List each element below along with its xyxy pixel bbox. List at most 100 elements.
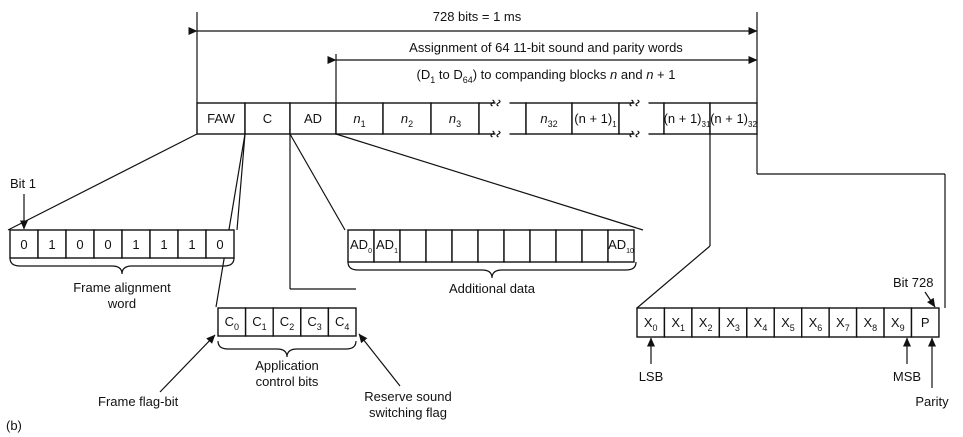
sound-bit-cell [636, 307, 666, 338]
frame-cell-label: FAW [207, 111, 235, 126]
ad-cell-label: AD1 [376, 237, 398, 255]
sound-bit-label: P [921, 315, 930, 330]
ad-cell [555, 229, 583, 263]
frame-cell-label: n3 [449, 111, 461, 129]
bit728-arrow [924, 291, 936, 308]
break-mark [496, 99, 501, 107]
ad-cell-label: AD10 [608, 237, 634, 255]
reserve-flag-arrow [358, 333, 401, 387]
sound-bit-label: X3 [726, 315, 740, 333]
frame-flag-arrow [159, 334, 216, 393]
frame-cell-label: (n + 1)1 [574, 111, 617, 129]
assignment-label-line2: (D1 to D64) to companding blocks n and n… [417, 67, 676, 85]
faw-bit-cell [149, 229, 179, 259]
faw-bit: 0 [104, 237, 111, 252]
faw-cells: 0 1 0 0 1 1 1 0 [9, 229, 235, 259]
sound-bit-cell [910, 307, 940, 338]
control-bit-label: C1 [252, 314, 266, 332]
control-bit-label: C2 [280, 314, 294, 332]
msb-label: MSB [893, 369, 921, 384]
sound-bit-label: X2 [699, 315, 713, 333]
control-label-line2: control bits [256, 374, 319, 389]
faw-label-line2: word [107, 296, 136, 311]
reserve-label-line2: switching flag [369, 405, 447, 420]
ad-cell [347, 229, 375, 263]
sound-bit-label: X6 [809, 315, 823, 333]
sound-bit-label: X7 [836, 315, 850, 333]
sound-bit-cell [663, 307, 693, 338]
ctrl-cells: C0 C1 C2 C3 C4 [217, 307, 357, 337]
frame-cell [525, 102, 573, 135]
frame-cell [709, 102, 758, 135]
break-mark [490, 130, 495, 138]
faw-bit-cell [9, 229, 39, 259]
control-bit-cell [244, 307, 274, 337]
faw-bit: 1 [160, 237, 167, 252]
sound-bit-label: X4 [754, 315, 768, 333]
frame-cell [663, 102, 711, 135]
faw-bit: 1 [132, 237, 139, 252]
faw-bit: 1 [48, 237, 55, 252]
sound-bit-label: X0 [644, 315, 658, 333]
break-mark [629, 99, 634, 107]
control-bit-label: C0 [225, 314, 239, 332]
reserve-label-line1: Reserve sound [364, 389, 451, 404]
ad-cell [373, 229, 401, 263]
frame-cell-label: n1 [353, 111, 365, 129]
sound-bit-cell [801, 307, 830, 338]
ad-cell [607, 229, 635, 263]
ad-cell [581, 229, 609, 263]
sound-bit-cell [718, 307, 748, 338]
control-bit-label: C3 [307, 314, 321, 332]
bit728-label: Bit 728 [893, 275, 933, 290]
sound-bit-label: X8 [863, 315, 877, 333]
break-mark [496, 130, 501, 138]
ad-cell-label: AD0 [350, 237, 372, 255]
sound-bit-cell [691, 307, 721, 338]
frame-cell-label: (n + 1)32 [710, 111, 757, 129]
faw-bit: 0 [76, 237, 83, 252]
faw-bit: 0 [20, 237, 27, 252]
faw-bit: 1 [188, 237, 195, 252]
figure-label: (b) [6, 418, 22, 433]
bit1-label: Bit 1 [10, 176, 36, 191]
ad-cell [451, 229, 479, 263]
faw-label-line1: Frame alignment [73, 280, 171, 295]
faw-bit: 0 [216, 237, 223, 252]
sound-bit-cell [828, 307, 858, 338]
parity-label: Parity [915, 394, 949, 409]
ad-cell [425, 229, 453, 263]
control-bit-label: C4 [335, 314, 349, 332]
assignment-label-line1: Assignment of 64 11-bit sound and parity… [409, 40, 683, 55]
control-bit-cell [272, 307, 302, 337]
frame-alignment-word: Bit 1 0 1 0 0 1 1 1 0 Frame alignment word [9, 176, 235, 311]
assignment-dimension: Assignment of 64 11-bit sound and parity… [327, 40, 758, 103]
sound-word-cells: X0 X1 X2 X3 X4 X5 X6 X7 X8 X9 P [636, 307, 940, 338]
control-bit-cell [327, 307, 357, 337]
fanout-lines [7, 133, 946, 309]
sound-bit-cell [883, 307, 913, 338]
frame-cell [618, 102, 665, 135]
frame-cell [382, 102, 432, 135]
frame-cell-label: n32 [540, 111, 557, 129]
sound-bit-label: X9 [891, 315, 905, 333]
sound-bit-label: X1 [671, 315, 685, 333]
total-span-dimension: 728 bits = 1 ms [188, 6, 758, 103]
frame-cell [196, 102, 246, 135]
frame-cell-label: n2 [401, 111, 413, 129]
faw-bit-cell [121, 229, 151, 259]
sound-bit-label: X5 [781, 315, 795, 333]
sound-bit-cell [746, 307, 775, 338]
total-span-label: 728 bits = 1 ms [433, 9, 522, 24]
control-bit-cell [300, 307, 330, 337]
break-mark [629, 130, 634, 138]
break-mark [635, 99, 640, 107]
frame-cell [289, 102, 337, 135]
break-mark [635, 130, 640, 138]
